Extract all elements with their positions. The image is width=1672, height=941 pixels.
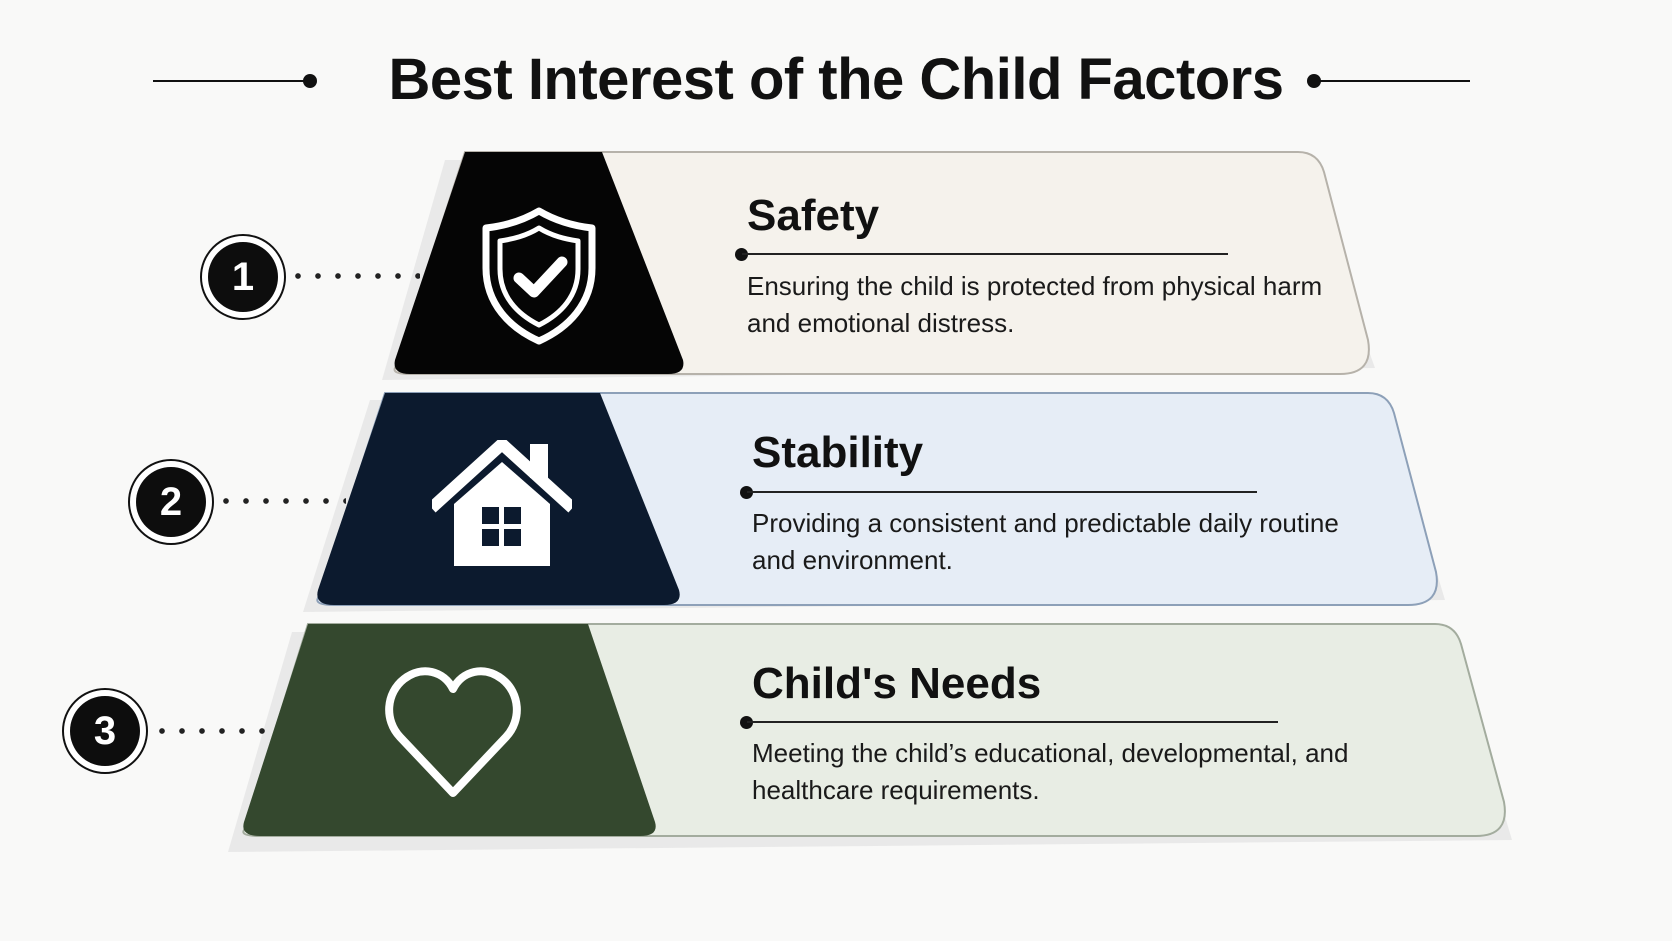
factor-description: Meeting the child’s educational, develop… bbox=[752, 738, 1349, 805]
title-underline-dot bbox=[740, 486, 753, 499]
title-underline bbox=[747, 491, 1257, 493]
factor-number-badge: 1 bbox=[200, 234, 286, 320]
connector-dots bbox=[152, 728, 272, 734]
title-underline bbox=[742, 253, 1228, 255]
factor-number: 1 bbox=[208, 242, 278, 312]
connector-dots bbox=[216, 498, 346, 504]
factor-number: 2 bbox=[136, 467, 206, 537]
title-underline bbox=[747, 721, 1278, 723]
factor-title: Stability bbox=[752, 428, 924, 477]
factor-number-badge: 3 bbox=[62, 688, 148, 774]
factor-number-badge: 2 bbox=[128, 459, 214, 545]
factor-title: Child's Needs bbox=[752, 659, 1042, 708]
factor-description: Providing a consistent and predictable d… bbox=[752, 508, 1339, 575]
title-underline-dot bbox=[735, 248, 748, 261]
header: Best Interest of the Child Factors bbox=[0, 40, 1672, 120]
title-rule-left bbox=[153, 80, 313, 82]
title-underline-dot bbox=[740, 716, 753, 729]
shield-check-icon bbox=[482, 207, 596, 345]
title-rule-left-dot bbox=[303, 74, 317, 88]
title-rule-right bbox=[1315, 80, 1470, 82]
factor-title: Safety bbox=[747, 191, 880, 240]
heart-icon bbox=[385, 667, 521, 797]
page-title: Best Interest of the Child Factors bbox=[388, 47, 1284, 112]
title-rule-right-dot bbox=[1307, 74, 1321, 88]
factor-description: Ensuring the child is protected from phy… bbox=[747, 271, 1323, 338]
factor-number: 3 bbox=[70, 696, 140, 766]
house-icon bbox=[432, 440, 572, 566]
connector-dots bbox=[288, 273, 420, 279]
